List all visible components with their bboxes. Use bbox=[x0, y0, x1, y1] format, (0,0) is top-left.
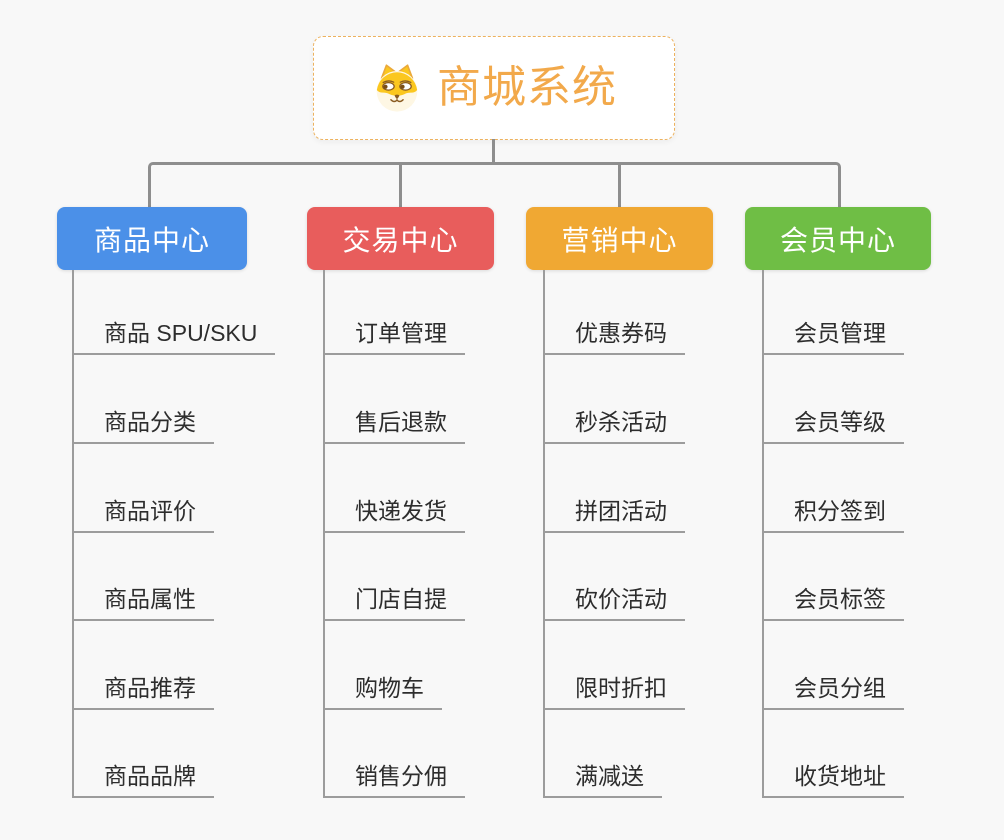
child-node[interactable]: 会员等级 bbox=[762, 400, 904, 444]
connector-stub-marketing bbox=[618, 162, 621, 207]
child-node[interactable]: 砍价活动 bbox=[543, 577, 685, 621]
child-node[interactable]: 会员分组 bbox=[762, 666, 904, 710]
child-node[interactable]: 商品属性 bbox=[72, 577, 214, 621]
root-title: 商城系统 bbox=[437, 63, 617, 112]
child-node[interactable]: 商品评价 bbox=[72, 489, 214, 533]
child-node[interactable]: 门店自提 bbox=[323, 577, 465, 621]
branch-node-marketing[interactable]: 营销中心 bbox=[526, 207, 713, 270]
child-node[interactable]: 秒杀活动 bbox=[543, 400, 685, 444]
connector-spine bbox=[323, 270, 325, 798]
connector-bus bbox=[148, 162, 841, 207]
connector-root-stem bbox=[492, 139, 495, 163]
child-node[interactable]: 积分签到 bbox=[762, 489, 904, 533]
root-node[interactable]: 商城系统 bbox=[313, 36, 675, 140]
child-node[interactable]: 会员管理 bbox=[762, 311, 904, 355]
child-node[interactable]: 快递发货 bbox=[323, 489, 465, 533]
child-node[interactable]: 商品 SPU/SKU bbox=[72, 311, 276, 355]
child-node[interactable]: 商品推荐 bbox=[72, 666, 214, 710]
child-node[interactable]: 订单管理 bbox=[323, 311, 465, 355]
connector-spine bbox=[762, 270, 764, 798]
child-node[interactable]: 拼团活动 bbox=[543, 489, 685, 533]
branch-node-member[interactable]: 会员中心 bbox=[745, 207, 931, 270]
branch-node-goods[interactable]: 商品中心 bbox=[57, 207, 247, 270]
child-node[interactable]: 销售分佣 bbox=[323, 754, 465, 798]
child-node[interactable]: 优惠券码 bbox=[543, 311, 685, 355]
child-node[interactable]: 商品品牌 bbox=[72, 754, 214, 798]
child-node[interactable]: 商品分类 bbox=[72, 400, 214, 444]
shiba-dog-icon bbox=[376, 64, 418, 112]
connector-stub-trade bbox=[399, 162, 402, 207]
connector-spine bbox=[72, 270, 74, 798]
child-node[interactable]: 满减送 bbox=[543, 754, 662, 798]
child-node[interactable]: 限时折扣 bbox=[543, 666, 685, 710]
child-node[interactable]: 购物车 bbox=[323, 666, 442, 710]
child-node[interactable]: 会员标签 bbox=[762, 577, 904, 621]
connector-spine bbox=[543, 270, 545, 798]
child-node[interactable]: 售后退款 bbox=[323, 400, 465, 444]
child-node[interactable]: 收货地址 bbox=[762, 754, 904, 798]
branch-node-trade[interactable]: 交易中心 bbox=[307, 207, 494, 270]
